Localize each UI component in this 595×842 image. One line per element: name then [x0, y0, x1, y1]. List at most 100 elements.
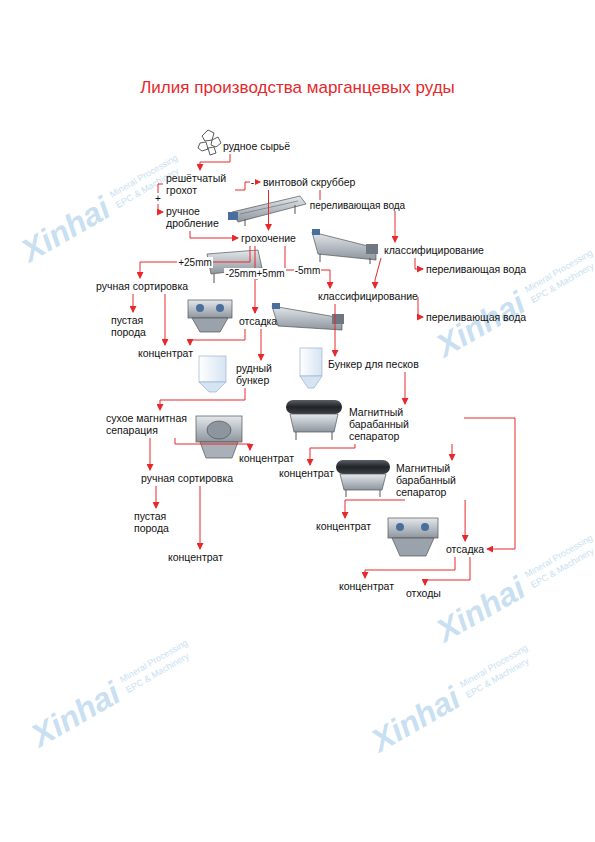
magnetic-drum-separator	[286, 400, 342, 440]
flow-arrow	[190, 329, 245, 345]
fraction-label: -5mm	[294, 265, 322, 276]
fraction-label: +25mm	[177, 257, 213, 268]
flow-arrow	[345, 500, 405, 518]
watermark-logo: Xinhai	[25, 675, 127, 755]
step-text: отходы	[406, 587, 441, 599]
magnetic-drum-separator	[336, 460, 390, 497]
flow-arrow	[200, 486, 201, 549]
step-label: концентрат	[167, 551, 224, 563]
step-label: Магнитный барабанный сепаратор	[348, 406, 462, 442]
step-text: концентрат	[239, 452, 294, 464]
step-label: концентрат	[278, 467, 335, 479]
step-text: ручная сортировка	[141, 472, 233, 484]
step-label: классифицирование	[317, 290, 419, 302]
jig-machine	[188, 300, 232, 332]
step-label: рудное сырьё	[222, 140, 291, 152]
step-label: ручное дробление	[165, 205, 229, 229]
step-text: концентрат	[138, 347, 193, 359]
flow-arrow	[150, 438, 151, 470]
flow-arrow	[375, 258, 381, 288]
step-label: концентрат	[137, 347, 194, 359]
step-text: Магнитный барабанный сепаратор	[396, 462, 508, 498]
step-label: рудный бункер	[235, 362, 287, 386]
step-text: рудный бункер	[236, 362, 286, 386]
step-text: отсадка	[239, 315, 277, 327]
spiral-classifier	[272, 303, 344, 330]
step-label: винтовой скруббер	[262, 176, 356, 188]
flow-arrow	[175, 438, 250, 450]
fraction-label: переливающая вода	[309, 200, 406, 211]
step-text: решётчатый грохот	[166, 172, 232, 196]
step-text: винтовой скруббер	[263, 176, 355, 188]
step-text: сухое магнитная сепарация	[106, 412, 192, 436]
step-label: переливающая вода	[425, 311, 527, 323]
flow-arrow	[405, 372, 406, 404]
step-label: отсадка	[238, 315, 278, 327]
step-label: грохочение	[240, 232, 297, 244]
step-label: концентрат	[238, 452, 295, 464]
step-text: концентрат	[168, 551, 223, 563]
step-text: Бункер для песков	[328, 358, 419, 370]
watermark-logo: Xinhai	[430, 570, 532, 650]
watermark: XinhaiMineral ProcessingEPC & Machinery	[430, 523, 595, 653]
step-text: отсадка	[446, 543, 484, 555]
spiral-classifier	[312, 229, 378, 264]
watermark-logo: Xinhai	[365, 680, 467, 760]
flow-arrow	[320, 190, 395, 242]
dry-magnetic-separator	[196, 416, 242, 458]
step-label: переливающая вода	[425, 263, 527, 275]
jig-machine	[388, 518, 438, 556]
flow-arrow	[465, 500, 466, 541]
step-text: концентрат	[316, 520, 371, 532]
flow-arrow	[365, 557, 455, 578]
step-label: отходы	[405, 587, 442, 599]
step-text: концентрат	[279, 467, 334, 479]
flow-arrow	[190, 231, 238, 238]
step-label: классифицирование	[383, 244, 485, 256]
step-text: грохочение	[241, 232, 296, 244]
flow-arrow	[160, 388, 245, 410]
fraction-label: +	[154, 193, 162, 204]
flow-arrow	[310, 444, 355, 465]
flow-arrow	[165, 294, 166, 345]
flow-arrow	[156, 486, 157, 508]
screw-scrubber	[228, 196, 306, 226]
flow-arrow	[200, 154, 230, 170]
flow-arrow	[425, 557, 470, 585]
step-label: ручная сортировка	[140, 472, 234, 484]
step-text: рудное сырьё	[223, 140, 290, 152]
flow-arrow	[285, 246, 330, 288]
step-label: пустая порода	[133, 510, 179, 534]
step-text: пустая порода	[134, 510, 178, 534]
flow-arrow	[261, 329, 262, 360]
watermark: XinhaiMineral ProcessingEPC & Machinery	[365, 633, 550, 763]
flow-arrow	[452, 444, 453, 460]
flow-arrow	[268, 190, 269, 230]
flow-arrow	[418, 297, 423, 317]
flow-arrow	[415, 258, 423, 269]
watermark: XinhaiMineral ProcessingEPC & Machinery	[25, 628, 210, 758]
step-label: сухое магнитная сепарация	[105, 412, 193, 436]
step-text: переливающая вода	[426, 311, 526, 323]
flow-arrow	[255, 246, 256, 313]
step-text: ручное дробление	[166, 205, 228, 229]
step-text: пустая порода	[111, 314, 155, 338]
flow-arrow	[335, 304, 336, 356]
step-text: концентрат	[339, 580, 394, 592]
step-label: Магнитный барабанный сепаратор	[395, 462, 509, 498]
watermark-logo: Xinhai	[430, 285, 532, 365]
step-text: ручная сортировка	[96, 280, 188, 292]
step-label: концентрат	[338, 580, 395, 592]
flow-arrow	[464, 418, 515, 549]
diagram-title: Лилия производства марганцевых руды	[0, 78, 595, 98]
fraction-label: -25mm+5mm	[224, 268, 285, 279]
step-label: Бункер для песков	[327, 358, 420, 370]
step-text: классифицирование	[384, 244, 484, 256]
flow-arrow	[235, 182, 260, 190]
step-text: классифицирование	[318, 290, 418, 302]
ore-icon	[198, 130, 221, 155]
step-label: ручная сортировка	[95, 280, 189, 292]
watermark-logo: Xinhai	[15, 190, 117, 270]
